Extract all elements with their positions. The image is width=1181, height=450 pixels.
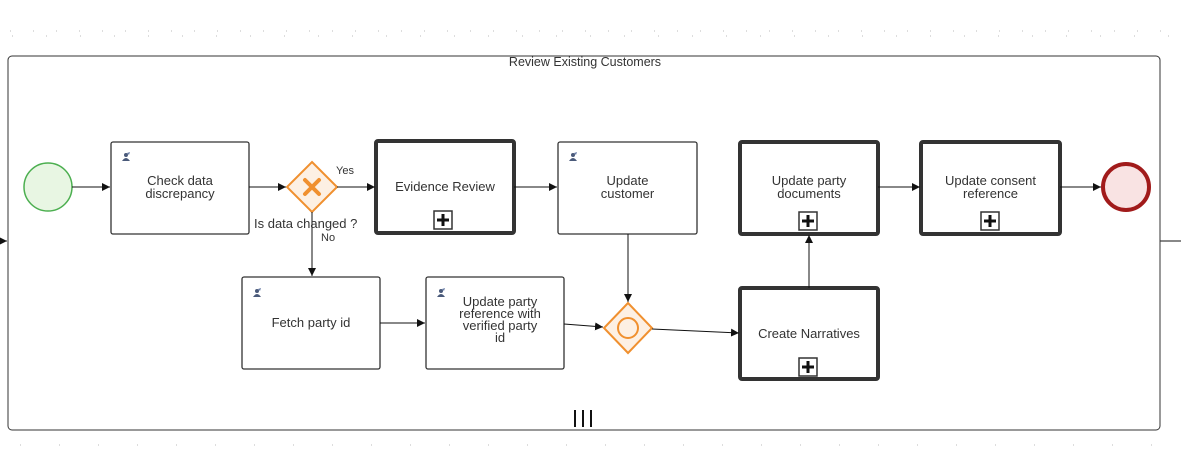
- circle-gateway-icon: [617, 317, 639, 339]
- inclusive-gateway[interactable]: [602, 301, 654, 355]
- exclusive-gateway[interactable]: [285, 160, 339, 214]
- gateway-question-label: Is data changed ?: [254, 216, 358, 231]
- start-event[interactable]: [23, 162, 73, 212]
- task-fetch-party-id[interactable]: [241, 276, 381, 370]
- subprocess-update-consent-reference[interactable]: [919, 140, 1062, 236]
- plus-marker-icon: [979, 210, 1001, 232]
- task-update-customer[interactable]: [557, 141, 698, 235]
- gateway-yes-label: Yes: [336, 165, 354, 177]
- task-check-data-discrepancy[interactable]: [110, 141, 250, 235]
- gateway-no-label: No: [321, 232, 336, 244]
- flow-join-to-narratives: [651, 328, 740, 337]
- flow-update-ref-to-join: [563, 322, 604, 331]
- plus-marker-icon: [797, 356, 819, 378]
- subprocess-title: Review Existing Customers: [508, 55, 662, 69]
- plus-marker-icon: [797, 210, 819, 232]
- sequence-flows: [72, 183, 1101, 337]
- subprocess-container[interactable]: [7, 55, 1161, 431]
- end-event[interactable]: [1101, 162, 1151, 212]
- subprocess-update-party-documents[interactable]: [738, 140, 880, 236]
- task-update-party-reference[interactable]: [425, 276, 565, 370]
- parallel-marker-icon: [574, 410, 592, 427]
- grid-dots-top: [10, 30, 1181, 37]
- plus-marker-icon: [432, 209, 454, 231]
- x-gateway-icon: [303, 178, 321, 196]
